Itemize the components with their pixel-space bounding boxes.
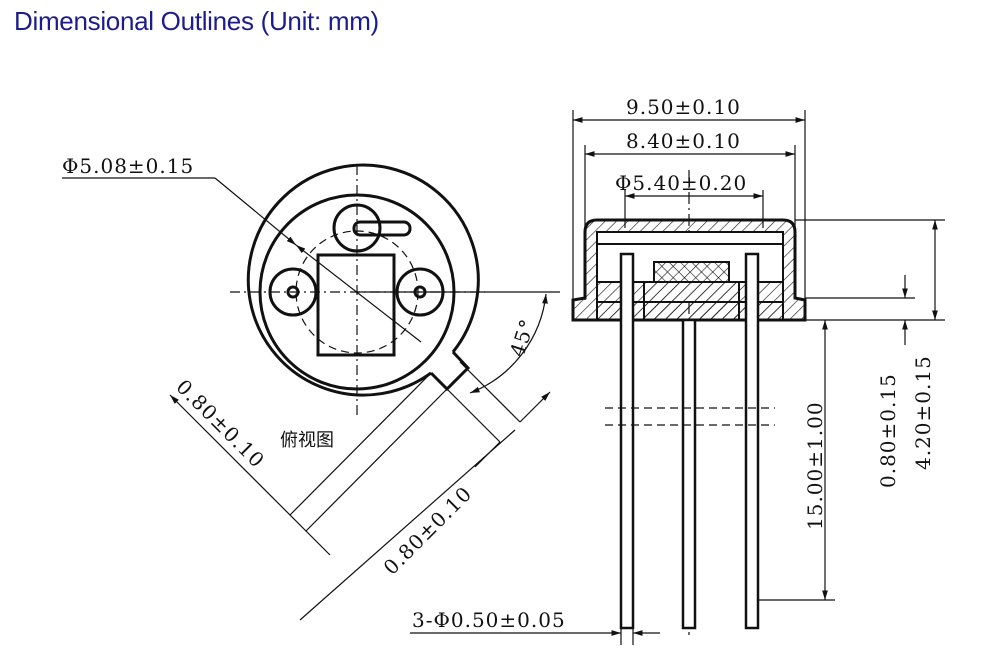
page-title: Dimensional Outlines (Unit: mm) <box>14 6 379 36</box>
lead-1 <box>619 252 635 630</box>
width-inner-label: 8.40±0.10 <box>626 129 741 153</box>
lead-3 <box>744 252 760 630</box>
sensor-window <box>316 253 396 357</box>
body-height-label: 4.20±0.15 <box>911 355 935 470</box>
flange-height-label: 0.80±0.15 <box>876 373 900 488</box>
lead-length-label: 15.00±1.00 <box>803 401 827 530</box>
width-outer-label: 9.50±0.10 <box>626 95 741 119</box>
pin-left <box>268 267 318 317</box>
lead-2 <box>681 318 697 630</box>
top-view-label: 俯视图 <box>280 430 334 451</box>
top-view: Φ5.08±0.15 45° 0.80±0.10 0.80±0.10 俯视图 <box>62 154 560 621</box>
side-view: 9.50±0.10 8.40±0.10 Φ5.40±0.20 15.00±1.0… <box>410 95 945 645</box>
lead-diameter-label: 3-Φ0.50±0.05 <box>412 608 566 632</box>
angle-label: 45° <box>505 316 540 360</box>
window-diameter-label: Φ5.40±0.20 <box>615 171 747 195</box>
diameter-label: Φ5.08±0.15 <box>62 154 194 178</box>
tab-width-label: 0.80±0.10 <box>171 375 269 473</box>
tab-length-label: 0.80±0.10 <box>379 481 477 579</box>
